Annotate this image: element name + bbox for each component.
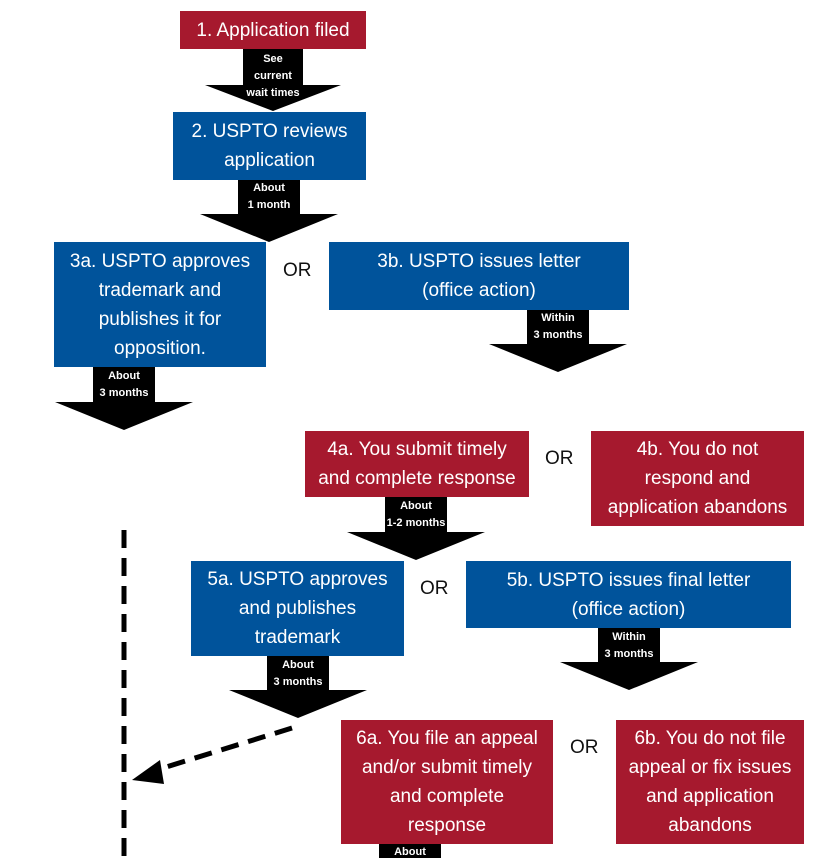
step-3b-uspto-issues-letter: 3b. USPTO issues letter (office action) [329, 242, 629, 310]
or-label-5: OR [420, 578, 449, 599]
arrow-4a-to-5: About 1-2 months [347, 497, 485, 560]
arrow-2-to-3: About 1 month [200, 180, 338, 242]
arrow-6a-label: About [394, 846, 426, 858]
arrow-5a-label: About 3 months [273, 659, 323, 688]
arrow-3b-label: Within 3 months [533, 312, 583, 341]
step-6b-do-not-file-appeal: 6b. You do not file appeal or fix issues… [616, 720, 804, 844]
arrow-6a-down: About [379, 844, 441, 858]
arrow-3b-to-4: Within 3 months [489, 310, 627, 372]
arrow-5b-to-6: Within 3 months [560, 628, 698, 690]
arrow-3a-label: About 3 months [99, 370, 149, 399]
or-label-4: OR [545, 448, 574, 469]
step-1-application-filed: 1. Application filed [180, 11, 366, 49]
step-4a-submit-response: 4a. You submit timely and complete respo… [305, 431, 529, 497]
step-3a-uspto-approves: 3a. USPTO approves trademark and publish… [54, 242, 266, 367]
arrow-4a-label: About 1-2 months [386, 500, 446, 529]
step-4b-do-not-respond: 4b. You do not respond and application a… [591, 431, 804, 526]
step-5a-uspto-approves-publishes: 5a. USPTO approves and publishes tradema… [191, 561, 404, 656]
dashed-arrowhead-icon [132, 760, 164, 784]
step-5b-uspto-final-letter: 5b. USPTO issues final letter (office ac… [466, 561, 791, 628]
dashed-connector-line [149, 725, 293, 775]
arrow-5a-down: About 3 months [229, 656, 367, 718]
step-2-uspto-reviews: 2. USPTO reviews application [173, 112, 366, 180]
arrow-1-to-2: See current wait times [205, 49, 341, 111]
or-label-3: OR [283, 260, 312, 281]
arrow-5b-label: Within 3 months [604, 631, 654, 660]
step-6a-file-appeal: 6a. You file an appeal and/or submit tim… [341, 720, 553, 844]
arrow-3a-down: About 3 months [55, 367, 193, 430]
or-label-6: OR [570, 737, 599, 758]
arrow-1-label: See current wait times [246, 53, 300, 99]
arrow-2-label: About 1 month [247, 182, 291, 211]
